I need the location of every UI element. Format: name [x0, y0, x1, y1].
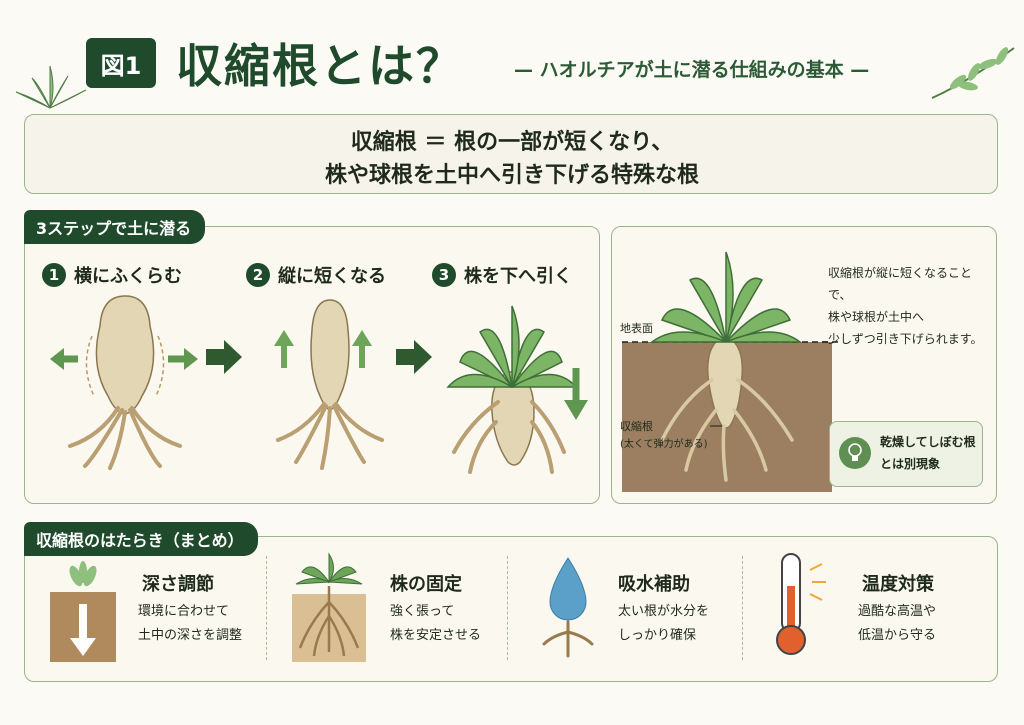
pulling-plant-illustration — [446, 305, 588, 474]
depth-adjust-icon — [50, 561, 116, 662]
note-line: 乾燥してしぼむ根 — [880, 435, 976, 449]
desc-line: 強く張って — [390, 604, 455, 619]
figure-badge: 図1 — [86, 38, 156, 88]
step-title: 株を下へ引く — [464, 266, 572, 287]
note-text: 乾燥してしぼむ根 とは別現象 — [880, 431, 976, 475]
divider — [266, 556, 267, 660]
definition-line-2: 株や球根を土中へ引き下げる特殊な根 — [324, 163, 699, 188]
desc-line: 土中の深さを調整 — [138, 628, 243, 643]
summary-tab: 収縮根のはたらき（まとめ） — [24, 522, 258, 556]
divider — [742, 556, 743, 660]
step-title: 横にふくらむ — [74, 266, 182, 287]
definition-line-1: 収縮根 ＝ 根の一部が短くなり、 — [350, 130, 674, 155]
water-drop-icon — [542, 557, 594, 658]
function-title: 深さ調節 — [142, 574, 214, 595]
page-subtitle: — ハオルチアが土に潜る仕組みの基本 — — [514, 59, 870, 81]
function-title: 温度対策 — [862, 574, 934, 595]
desc-line: 株を安定させる — [390, 628, 482, 643]
function-desc: 過酷な高温や 低温から守る — [858, 600, 936, 648]
desc-line: 太い根が水分を — [618, 604, 710, 619]
definition-box — [24, 114, 998, 194]
function-title: 吸水補助 — [618, 574, 690, 595]
ground-extension-line — [822, 341, 840, 343]
leaf-sprig-decoration-icon — [931, 47, 1015, 99]
succulent-decoration-icon — [15, 65, 87, 109]
desc-line: 低温から守る — [858, 628, 937, 643]
steps-tab: 3ステップで土に潜る — [24, 210, 206, 244]
desc-line: しっかり確保 — [618, 628, 697, 643]
step-title: 縦に短くなる — [278, 266, 386, 287]
step-2-label: 2 縦に短くなる — [246, 262, 386, 288]
function-desc: 強く張って 株を安定させる — [390, 600, 481, 648]
step-number: 1 — [42, 263, 66, 287]
shortening-root-illustration — [274, 299, 384, 470]
caption-line: 収縮根が縦に短くなることで、 — [828, 266, 973, 302]
desc-line: 環境に合わせて — [138, 604, 230, 619]
step-number: 3 — [432, 263, 456, 287]
diagram-caption: 収縮根が縦に短くなることで、 株や球根が土中へ 少しずつ引き下げられます。 — [828, 262, 988, 350]
step-1-label: 1 横にふくらむ — [42, 262, 182, 288]
function-desc: 環境に合わせて 土中の深さを調整 — [138, 600, 242, 648]
thermometer-icon — [776, 553, 826, 655]
lightbulb-icon — [839, 437, 871, 469]
page-title: 収縮根とは？ — [176, 39, 464, 93]
contractile-root-sublabel: (太くて弾力がある) — [620, 439, 708, 450]
arrow-right-icon — [396, 340, 432, 374]
desc-line: 過酷な高温や — [858, 604, 937, 619]
caption-line: 株や球根が土中へ — [828, 310, 925, 324]
swelling-root-illustration — [50, 295, 198, 470]
contractile-root-label: 収縮根 — [620, 420, 653, 433]
divider — [507, 556, 508, 660]
arrow-right-icon — [206, 340, 242, 374]
caption-line: 少しずつ引き下げられます。 — [828, 332, 983, 346]
function-title: 株の固定 — [390, 574, 462, 595]
anchoring-icon — [292, 552, 366, 662]
note-line: とは別現象 — [880, 457, 941, 471]
soil-cross-section-illustration — [622, 251, 832, 492]
step-3-label: 3 株を下へ引く — [432, 262, 572, 288]
summary-panel — [24, 536, 998, 682]
function-desc: 太い根が水分を しっかり確保 — [618, 600, 709, 648]
ground-surface-label: 地表面 — [620, 322, 653, 335]
step-number: 2 — [246, 263, 270, 287]
